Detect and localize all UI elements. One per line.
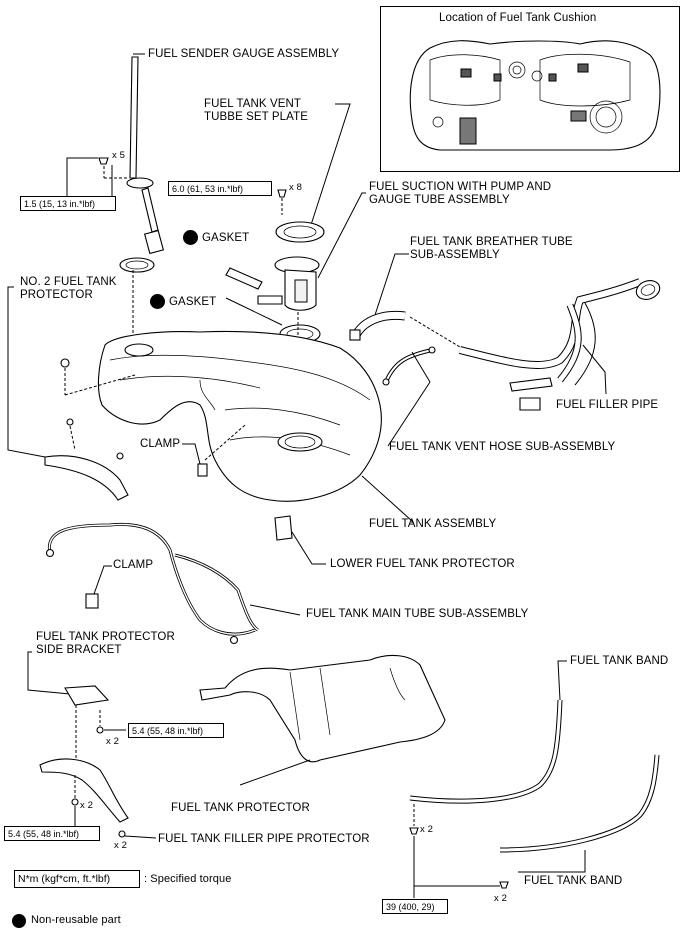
nonreusable-marker-gasket-2 <box>150 294 165 309</box>
label-tank-assembly: FUEL TANK ASSEMBLY <box>369 518 497 530</box>
sender-gauge-drawing <box>98 53 165 350</box>
label-suction-line1: FUEL SUCTION WITH PUMP AND <box>369 181 552 193</box>
count-band-b: x 2 <box>494 893 507 904</box>
legend-torque-box: N*m (kgf*cm, ft.*lbf) <box>14 870 140 888</box>
vent-plate-drawing <box>275 103 351 243</box>
clamp-1-drawing <box>182 424 246 477</box>
count-sender: x 5 <box>112 150 125 161</box>
nonreusable-marker-gasket-1 <box>183 230 198 245</box>
label-lower-protector: LOWER FUEL TANK PROTECTOR <box>330 558 515 570</box>
label-main-tube: FUEL TANK MAIN TUBE SUB-ASSEMBLY <box>306 608 529 620</box>
main-tube-drawing <box>45 522 301 645</box>
breather-tube-drawing <box>349 253 461 348</box>
legend-nonreusable-text: Non-reusable part <box>31 914 121 926</box>
label-band-2: FUEL TANK BAND <box>524 875 623 887</box>
label-gasket-1: GASKET <box>202 232 250 244</box>
fuel-pump-drawing <box>225 192 366 440</box>
torque-box-bracket: 5.4 (55, 48 in.*lbf) <box>128 723 224 738</box>
label-no2-protector-line1: NO. 2 FUEL TANK <box>20 276 117 288</box>
label-vent-hose: FUEL TANK VENT HOSE SUB-ASSEMBLY <box>389 441 616 453</box>
lower-protector-drawing <box>274 515 326 565</box>
label-vent-plate-line1: FUEL TANK VENT <box>204 98 302 110</box>
torque-box-pipe-protector: 5.4 (55, 48 in.*lbf) <box>4 826 100 841</box>
legend-nonreusable-marker <box>12 914 26 928</box>
filler-pipe-protector-drawing <box>39 758 157 839</box>
filler-pipe-drawing <box>459 278 661 411</box>
count-vent-plate: x 8 <box>289 182 302 193</box>
label-side-bracket-line2: SIDE BRACKET <box>36 644 122 656</box>
torque-box-sender: 1.5 (15, 13 in.*lbf) <box>20 196 116 211</box>
vent-hose-drawing <box>382 346 436 447</box>
label-breather-line2: SUB-ASSEMBLY <box>410 249 500 261</box>
fuel-tank-drawing <box>97 330 413 523</box>
tank-protector-drawing <box>199 654 446 786</box>
count-pipe-protector-b: x 2 <box>114 840 127 851</box>
fuel-tank-band-1-drawing <box>409 660 567 804</box>
no2-protector-drawing <box>7 286 136 501</box>
inset-panel: Location of Fuel Tank Cushion <box>380 6 680 172</box>
label-clamp-2: CLAMP <box>113 559 154 571</box>
label-no2-protector-line2: PROTECTOR <box>20 289 93 301</box>
torque-box-band: 39 (400, 29) <box>382 899 448 914</box>
side-bracket-drawing <box>27 651 126 760</box>
band-bolts-drawing <box>409 804 509 898</box>
label-fuel-sender-gauge: FUEL SENDER GAUGE ASSEMBLY <box>148 48 340 60</box>
label-filler-pipe: FUEL FILLER PIPE <box>556 399 659 411</box>
torque-box-vent-plate: 6.0 (61, 53 in.*lbf) <box>168 181 272 196</box>
count-bracket: x 2 <box>106 736 119 747</box>
count-band-a: x 2 <box>420 824 433 835</box>
clamp-2-drawing <box>85 565 112 609</box>
label-band-1: FUEL TANK BAND <box>570 655 669 667</box>
label-vent-plate-line2: TUBBE SET PLATE <box>204 111 308 123</box>
inset-title: Location of Fuel Tank Cushion <box>439 12 597 24</box>
label-side-bracket-line1: FUEL TANK PROTECTOR <box>36 631 175 643</box>
legend-torque-text: : Specified torque <box>144 873 232 885</box>
fuel-tank-band-2-drawing <box>499 754 660 873</box>
label-breather-line1: FUEL TANK BREATHER TUBE <box>410 236 573 248</box>
count-pipe-protector-a: x 2 <box>80 800 93 811</box>
label-suction-line2: GAUGE TUBE ASSEMBLY <box>369 194 510 206</box>
label-gasket-2: GASKET <box>169 296 217 308</box>
label-clamp-1: CLAMP <box>140 438 181 450</box>
label-tank-protector: FUEL TANK PROTECTOR <box>171 802 310 814</box>
inset-tank-drawing <box>409 40 661 151</box>
label-filler-pipe-protector: FUEL TANK FILLER PIPE PROTECTOR <box>158 833 370 845</box>
